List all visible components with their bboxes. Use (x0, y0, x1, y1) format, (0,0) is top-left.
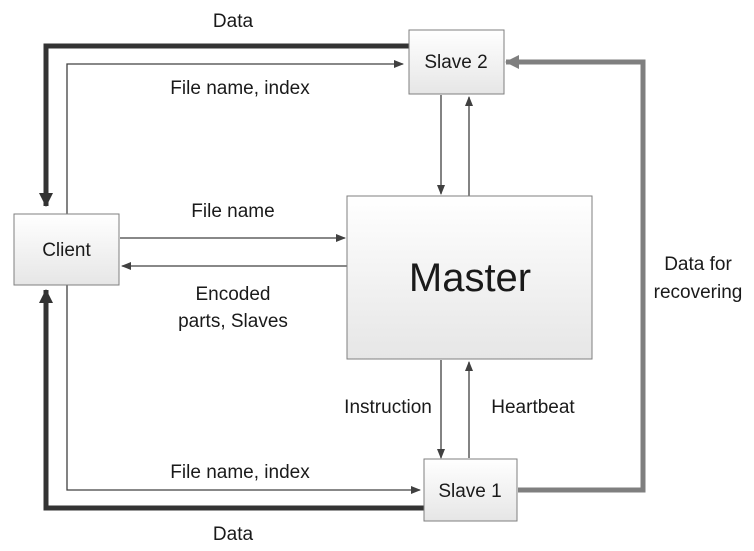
heartbeat-label: Heartbeat (491, 397, 575, 418)
recovery-label-line2: recovering (654, 282, 743, 303)
request-client-to-slave1 (66, 284, 421, 494)
request-client-to-slave2 (66, 60, 404, 214)
data-top-label: Data (213, 11, 254, 32)
file-name-index-bottom-label: File name, index (170, 462, 310, 483)
data-flow-slave1-to-client (39, 289, 424, 511)
slave1-node: Slave 1 (423, 458, 518, 522)
recovery-label-line1: Data for (664, 254, 732, 275)
recovery-data-flow (505, 55, 646, 493)
slave2-label: Slave 2 (424, 52, 487, 73)
file-name-index-top-label: File name, index (170, 78, 310, 99)
master-node: Master (346, 195, 593, 360)
slave2-node: Slave 2 (408, 29, 505, 95)
master-label: Master (409, 256, 531, 300)
data-flow-slave2-to-client (39, 43, 409, 207)
client-label: Client (42, 240, 91, 261)
encoded-parts-label-line1: Encoded (195, 284, 270, 305)
slave1-label: Slave 1 (438, 481, 501, 502)
file-name-label: File name (191, 201, 274, 222)
instruction-label: Instruction (344, 397, 432, 418)
data-bottom-label: Data (213, 524, 254, 545)
client-node: Client (13, 213, 120, 286)
encoded-parts-label-line2: parts, Slaves (178, 311, 288, 332)
